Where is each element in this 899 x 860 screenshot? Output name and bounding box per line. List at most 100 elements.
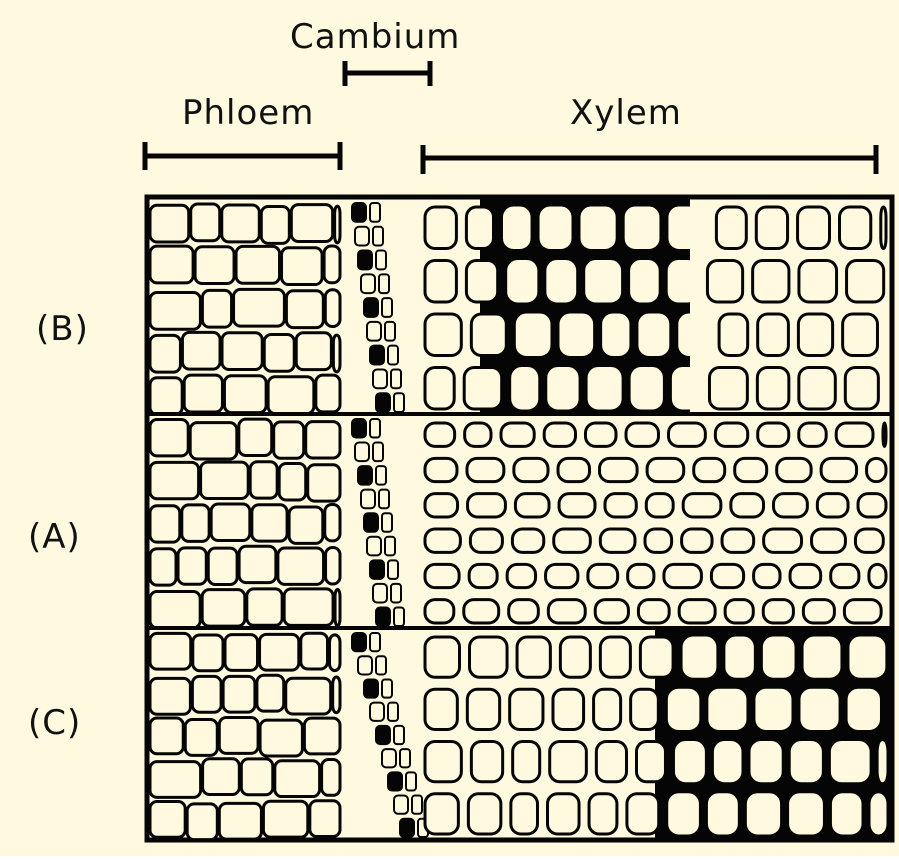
xylem-cell [640, 637, 673, 677]
cambium-cell [382, 298, 392, 317]
xylem-cell [879, 742, 886, 782]
xylem-cell [425, 261, 456, 303]
cambium-cell [400, 819, 414, 837]
cambium-cell [370, 560, 384, 579]
xylem-cell [683, 494, 721, 517]
phloem-cell [150, 549, 176, 585]
xylem-cell [517, 637, 550, 677]
xylem-cell [599, 458, 637, 481]
xylem-cell [507, 564, 535, 587]
xylem-cell [547, 261, 576, 303]
cambium-cell [358, 466, 372, 485]
phloem-cell [150, 633, 191, 669]
xylem-cell [625, 207, 659, 249]
xylem-cell [735, 458, 767, 481]
xylem-cell [790, 564, 821, 587]
xylem-cell [425, 529, 460, 552]
xylem-cell [777, 458, 811, 481]
xylem-cell [714, 742, 741, 782]
xylem-cell [672, 368, 699, 410]
xylem-cell [832, 794, 861, 834]
cambium-cell [394, 796, 408, 814]
phloem-cell [193, 635, 223, 671]
phloem-cell [260, 720, 302, 756]
xylem-cell [553, 689, 584, 729]
xylem-cell [757, 368, 788, 410]
xylem-cell [668, 261, 697, 303]
xylem-cell [883, 423, 886, 446]
xylem-cell [840, 207, 871, 249]
cambium-cell [376, 251, 386, 270]
phloem-cell [150, 462, 199, 498]
xylem-cell [831, 742, 869, 782]
xylem-cell [804, 637, 840, 677]
xylem-cell [646, 494, 673, 517]
phloem-cell [150, 420, 188, 456]
cambium-cell [382, 513, 392, 532]
phloem-cell [257, 675, 284, 711]
xylem-cell [798, 314, 832, 356]
phloem-cell [150, 378, 182, 415]
xylem-cell [707, 261, 742, 303]
xylem-cell [731, 494, 764, 517]
phloem-cell [225, 635, 258, 671]
phloem-cell [278, 548, 324, 584]
cambium-cell [388, 560, 398, 579]
phloem-cell [326, 548, 340, 584]
phloem-cell [306, 422, 340, 458]
phloem-cell [150, 205, 189, 242]
xylem-cell [512, 368, 538, 410]
xylem-cell [836, 423, 873, 446]
xylem-cell [708, 794, 737, 834]
xylem-cell [585, 423, 616, 446]
phloem-cell [178, 548, 206, 584]
xylem-cell [764, 529, 802, 552]
phloem-cell [150, 246, 193, 283]
xylem-cell [558, 458, 590, 481]
cambium-cell [364, 298, 378, 317]
cambium-cell [388, 772, 402, 790]
cambium-cell [358, 251, 372, 270]
xylem-cell [631, 368, 662, 410]
xylem-cell [722, 529, 754, 552]
xylem-cell [758, 423, 789, 446]
xylem-cell [603, 314, 629, 356]
cambium-cell [376, 656, 386, 674]
cambium-cell [361, 274, 375, 293]
phloem-cell [224, 376, 266, 413]
cambium-cell [352, 633, 366, 651]
xylem-cell [639, 314, 669, 356]
cambium-cell [355, 227, 369, 246]
xylem-cell [471, 314, 506, 356]
phloem-cell [202, 290, 231, 327]
xylem-cell [726, 637, 753, 677]
xylem-cell [550, 742, 587, 782]
xylem-cell [844, 600, 881, 623]
xylem-cell [466, 207, 493, 249]
cambium-cell [388, 703, 398, 721]
phloem-cell [325, 290, 340, 327]
phloem-cell [296, 333, 331, 370]
phloem-cell [239, 419, 272, 455]
phloem-cell [268, 377, 314, 414]
cambium-cell [370, 419, 380, 438]
cambium-cell [394, 726, 404, 744]
xylem-cell [465, 423, 491, 446]
xylem-cell [758, 314, 789, 356]
phloem-cell [150, 762, 201, 798]
phloem-cell [195, 247, 234, 284]
xylem-cell [466, 261, 497, 303]
xylem-cell [596, 742, 626, 782]
xylem-cell [679, 314, 709, 356]
xylem-cell [512, 529, 543, 552]
xylem-cell [668, 423, 705, 446]
xylem-cell [464, 600, 499, 623]
xylem-cell [756, 207, 787, 249]
phloem-cell [203, 759, 240, 795]
xylem-cell [858, 494, 886, 517]
phloem-cell [260, 634, 299, 670]
xylem-cell [821, 458, 856, 481]
xylem-cell [547, 794, 579, 834]
phloem-cell [234, 289, 285, 326]
